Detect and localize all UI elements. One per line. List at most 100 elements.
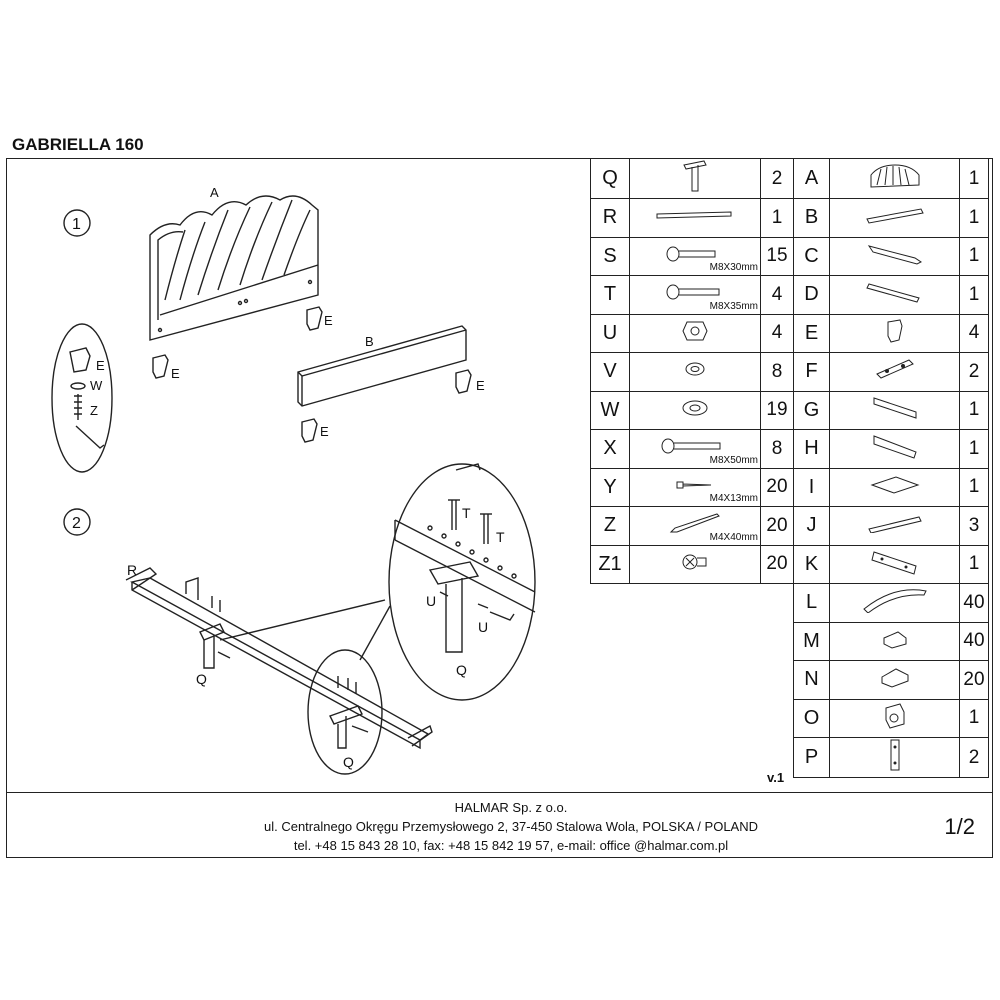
label-a: A xyxy=(210,185,219,200)
detail-oval-step1 xyxy=(51,323,113,473)
part-icon xyxy=(829,737,960,778)
headboard-a-drawing xyxy=(149,195,319,341)
part-letter: I xyxy=(793,467,830,507)
footer: HALMAR Sp. z o.o. ul. Centralnego Okręgu… xyxy=(6,796,993,856)
label-e-detail: E xyxy=(96,358,105,373)
part-icon xyxy=(629,313,761,353)
label-t-2: T xyxy=(496,529,505,545)
part-letter: D xyxy=(793,275,830,315)
part-quantity: 1 xyxy=(959,429,989,469)
part-size: M8X50mm xyxy=(709,454,758,466)
step-1-number: 1 xyxy=(72,216,81,233)
part-quantity: 4 xyxy=(760,275,794,315)
part-icon: M8X30mm xyxy=(629,236,761,276)
part-quantity: 1 xyxy=(959,390,989,430)
frame-r-drawing xyxy=(125,567,433,750)
part-letter: E xyxy=(793,313,830,353)
page-number: 1/2 xyxy=(944,814,975,839)
part-icon xyxy=(829,506,960,546)
part-letter: F xyxy=(793,352,830,392)
part-quantity: 40 xyxy=(959,583,989,623)
label-u-2: U xyxy=(478,619,488,635)
part-icon xyxy=(629,158,761,199)
part-quantity: 1 xyxy=(959,467,989,507)
part-quantity: 19 xyxy=(760,390,794,430)
part-icon xyxy=(629,390,761,430)
part-quantity: 8 xyxy=(760,352,794,392)
part-letter: V xyxy=(590,352,630,392)
part-size: M4X13mm xyxy=(709,493,758,504)
part-letter: Q xyxy=(590,158,630,199)
part-quantity: 15 xyxy=(760,236,794,276)
label-r: R xyxy=(127,562,137,578)
part-icon xyxy=(829,390,960,430)
part-icon: M8X35mm xyxy=(629,275,761,315)
part-quantity: 4 xyxy=(760,313,794,353)
part-letter: J xyxy=(793,506,830,546)
part-quantity: 1 xyxy=(959,158,989,199)
part-quantity: 2 xyxy=(959,737,989,778)
rail-b-drawing xyxy=(297,325,467,407)
label-e-3: E xyxy=(476,378,485,393)
label-t-1: T xyxy=(462,505,471,521)
part-size: M4X40mm xyxy=(709,531,758,543)
part-size: M8X30mm xyxy=(709,262,758,273)
part-letter: L xyxy=(793,583,830,623)
part-icon: M8X50mm xyxy=(629,429,761,469)
part-icon xyxy=(829,236,960,276)
part-letter: M xyxy=(793,621,830,661)
part-quantity: 20 xyxy=(760,467,794,507)
detail-oval-step2-small xyxy=(307,649,383,775)
part-letter: G xyxy=(793,390,830,430)
part-size: M8X35mm xyxy=(709,300,758,312)
label-q-1: Q xyxy=(196,671,207,687)
part-letter: C xyxy=(793,236,830,276)
part-icon xyxy=(629,544,761,584)
part-quantity: 3 xyxy=(959,506,989,546)
page-frame xyxy=(6,158,993,858)
part-letter: Z xyxy=(590,506,630,546)
part-icon xyxy=(829,352,960,392)
part-quantity: 2 xyxy=(959,352,989,392)
part-letter: W xyxy=(590,390,630,430)
foot-e-drawings xyxy=(152,306,472,443)
part-quantity: 8 xyxy=(760,429,794,469)
label-e-4: E xyxy=(320,424,329,439)
label-e-2: E xyxy=(171,366,180,381)
part-quantity: 1 xyxy=(959,544,989,584)
label-q-2: Q xyxy=(343,754,354,770)
part-quantity: 40 xyxy=(959,621,989,661)
detail-oval-step2-large xyxy=(388,463,536,701)
company-info: HALMAR Sp. z o.o. ul. Centralnego Okręgu… xyxy=(6,798,1000,855)
part-quantity: 1 xyxy=(959,275,989,315)
part-icon xyxy=(829,698,960,738)
part-letter: U xyxy=(590,313,630,353)
part-icon: M4X13mm xyxy=(629,467,761,507)
part-icon xyxy=(829,275,960,315)
part-letter: N xyxy=(793,660,830,700)
document-title: GABRIELLA 160 xyxy=(12,135,144,154)
part-letter: R xyxy=(590,198,630,238)
label-b: B xyxy=(365,334,374,349)
part-icon xyxy=(629,352,761,392)
part-letter: B xyxy=(793,198,830,238)
company-address: ul. Centralnego Okręgu Przemysłowego 2, … xyxy=(263,819,758,834)
part-quantity: 1 xyxy=(760,198,794,238)
step-1-circle xyxy=(63,209,91,237)
part-letter: O xyxy=(793,698,830,738)
step-2-number: 2 xyxy=(72,515,81,532)
part-quantity: 2 xyxy=(760,158,794,199)
part-icon xyxy=(829,158,960,199)
part-icon xyxy=(829,313,960,353)
part-icon xyxy=(829,544,960,584)
part-icon xyxy=(829,660,960,700)
